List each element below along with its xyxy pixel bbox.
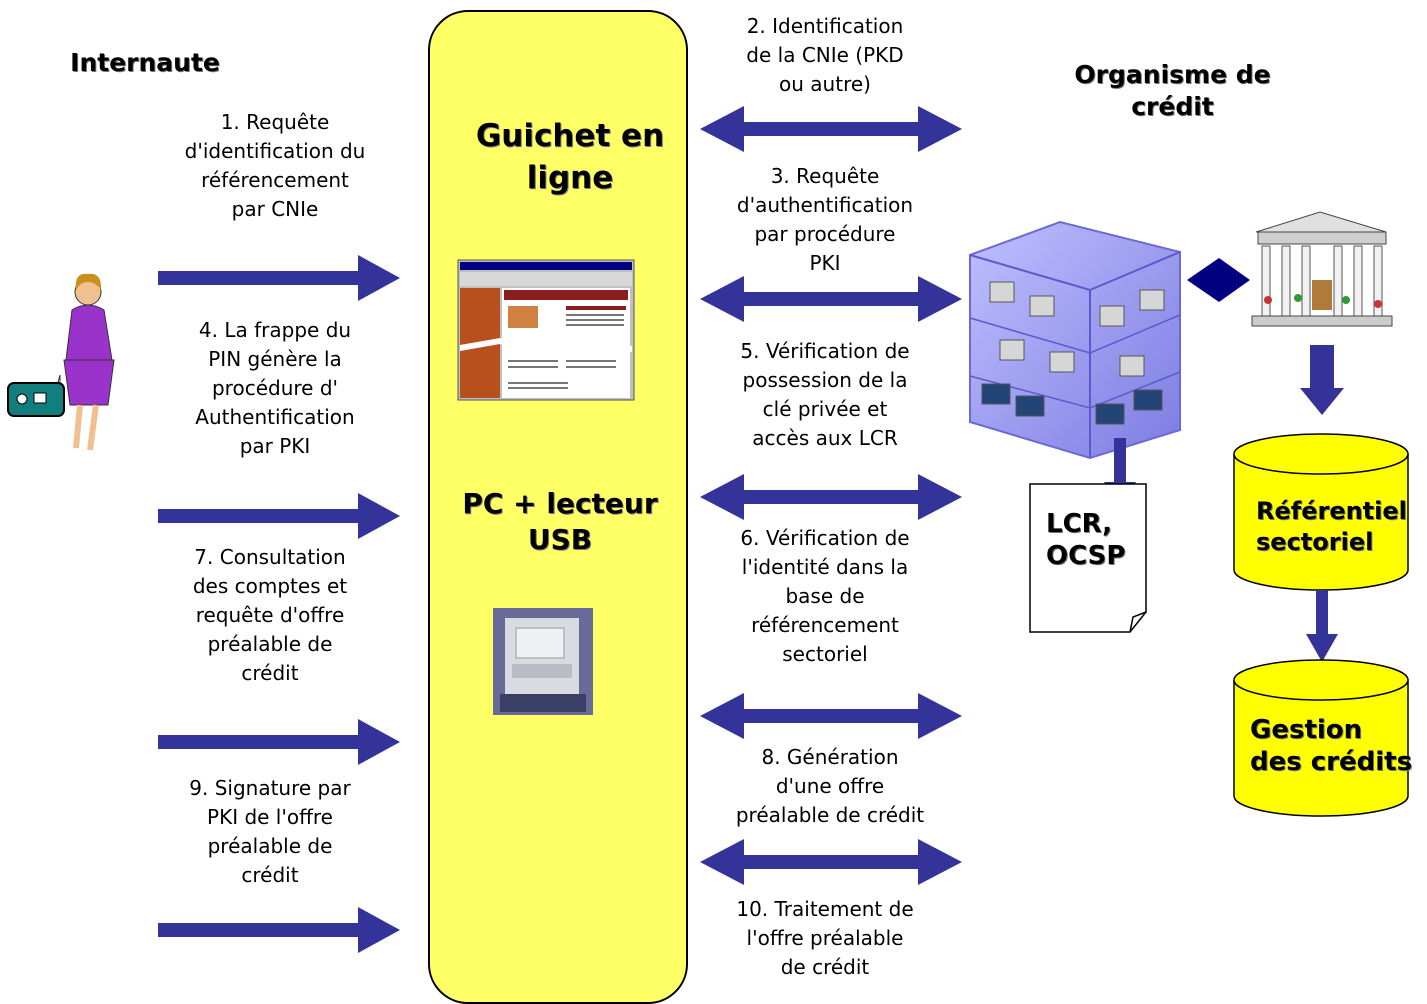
step-7-label: 7. Consultation des comptes et requête d…	[192, 545, 348, 685]
arrow-right-7	[158, 719, 400, 765]
double-arrow-8	[700, 839, 962, 885]
browser-screenshot-icon	[457, 259, 635, 401]
step-5-label: 5. Vérification de possession de la clé …	[740, 339, 910, 450]
arrow-down-db	[1306, 590, 1338, 662]
arrow-right-4	[158, 493, 400, 539]
guichet-title: Guichet en ligne	[475, 118, 665, 196]
internaute-heading: Internaute	[70, 48, 220, 77]
step-3-label: 3. Requête d'authentification par procéd…	[736, 164, 914, 275]
step-2-label: 2. Identification de la CNIe (PKD ou aut…	[746, 14, 904, 96]
database-referentiel-label: Référentiel sectoriel	[1256, 497, 1407, 556]
step-10-label: 10. Traitement de l'offre préalable de c…	[736, 897, 914, 979]
person-icon	[49, 273, 115, 451]
document-label: LCR, OCSP	[1046, 509, 1126, 571]
pc-title: PC + lecteur USB	[462, 487, 658, 556]
step-4-label: 4. La frappe du PIN génère la procédure …	[195, 318, 355, 458]
document-icon	[1029, 483, 1147, 633]
double-arrow-6	[700, 693, 962, 739]
connector-diamond	[1187, 258, 1250, 302]
double-arrow-5	[700, 474, 962, 520]
card-reader-icon	[7, 382, 65, 417]
step-6-label: 6. Vérification de l'identité dans la ba…	[740, 526, 910, 666]
kiosk-terminal-icon	[493, 608, 593, 715]
arrow-right-9	[158, 907, 400, 953]
guichet-panel	[428, 10, 688, 1004]
database-gestion-label: Gestion des crédits	[1250, 715, 1413, 777]
step-8-label: 8. Génération d'une offre préalable de c…	[735, 745, 925, 827]
server-cube-icon	[969, 220, 1181, 460]
double-arrow-2	[700, 106, 962, 152]
organisme-heading: Organisme de crédit	[1074, 60, 1271, 121]
database-icon-gestion	[1233, 659, 1409, 817]
step-1-label: 1. Requête d'identification du référence…	[184, 110, 366, 221]
double-arrow-3	[700, 276, 962, 322]
database-icon-referentiel	[1233, 433, 1409, 591]
step-9-label: 9. Signature par PKI de l'offre préalabl…	[189, 776, 351, 887]
bank-building-icon	[1251, 211, 1393, 327]
arrow-right-1	[158, 255, 400, 301]
arrow-down-bank	[1300, 345, 1344, 415]
